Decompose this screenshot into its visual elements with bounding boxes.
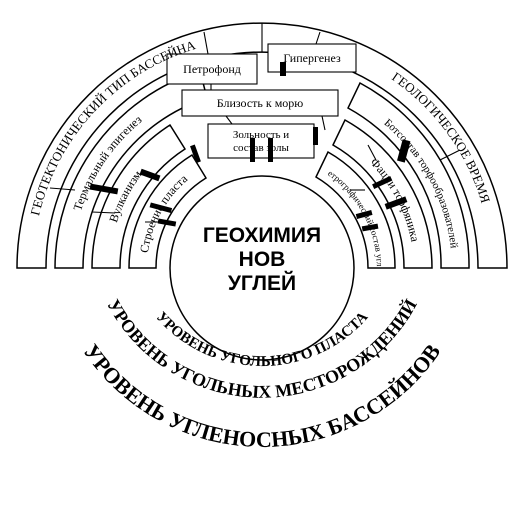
petrographic-band — [315, 150, 396, 269]
volcanism-band — [91, 123, 187, 269]
ash-label-line2: состав золы — [233, 142, 289, 154]
petrofond-box — [166, 53, 258, 85]
center-title-line1: ГЕОХИМИЯ — [203, 224, 321, 247]
center-title-line2: НОВ — [239, 248, 286, 271]
ash-label-line1: Зольность и — [233, 129, 289, 141]
volcanism-label: Вулканизм — [106, 167, 145, 224]
connectors — [49, 31, 461, 223]
hypergenesis-label: Гипергенез — [283, 51, 341, 65]
center-circle — [169, 175, 355, 361]
outer-band — [16, 22, 508, 269]
facies-band — [332, 118, 433, 269]
thick-connectors — [89, 62, 411, 232]
sea-proximity-box — [181, 89, 339, 117]
center-title-line3: УГЛЕЙ — [228, 271, 296, 295]
seam-structure-band — [128, 153, 208, 269]
sea-proximity-label: Близость к морю — [217, 96, 304, 110]
botanical-band — [347, 81, 470, 269]
petrofond-label: Петрофонд — [183, 62, 241, 76]
